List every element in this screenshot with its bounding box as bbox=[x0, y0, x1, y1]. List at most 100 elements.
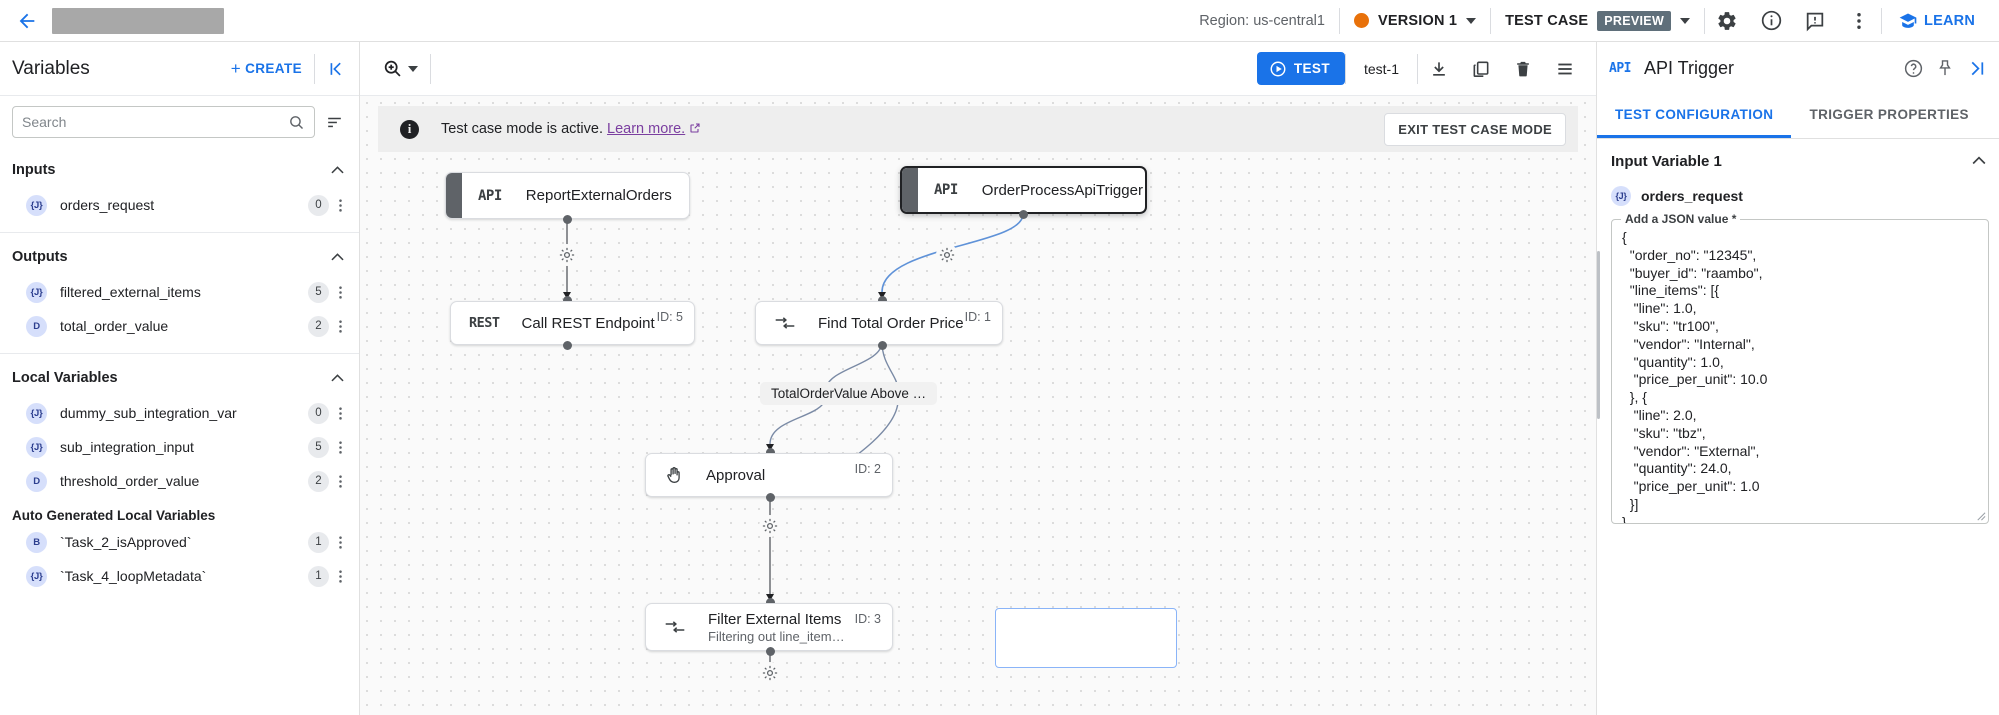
more-options-button[interactable] bbox=[1837, 0, 1881, 42]
variable-count-badge: 2 bbox=[308, 315, 329, 337]
variable-type-badge: D bbox=[26, 315, 47, 337]
list-item[interactable]: {J} filtered_external_items 5 bbox=[0, 275, 359, 309]
zoom-control[interactable] bbox=[370, 58, 430, 79]
duplicate-button[interactable] bbox=[1460, 49, 1502, 89]
json-input[interactable]: { "order_no": "12345", "buyer_id": "raam… bbox=[1622, 229, 1768, 523]
section-header-local-variables[interactable]: Local Variables bbox=[0, 360, 359, 396]
variable-type-badge: B bbox=[26, 531, 47, 553]
api-icon: API bbox=[934, 182, 958, 198]
node-input-port[interactable] bbox=[878, 296, 887, 305]
api-trigger-panel: API API Trigger TEST CONFIGURATION TRIGG… bbox=[1596, 42, 1999, 715]
exit-test-case-mode-button[interactable]: EXIT TEST CASE MODE bbox=[1384, 112, 1566, 146]
settings-button[interactable] bbox=[1705, 0, 1749, 42]
search-input[interactable] bbox=[22, 114, 288, 130]
variable-count-badge: 0 bbox=[308, 194, 329, 216]
variable-count-badge: 0 bbox=[308, 402, 329, 424]
workflow-canvas[interactable]: i Test case mode is active. Learn more. … bbox=[360, 96, 1596, 715]
test-button[interactable]: TEST bbox=[1256, 52, 1345, 85]
hand-icon bbox=[664, 465, 684, 485]
json-value-field[interactable]: Add a JSON value * { "order_no": "12345"… bbox=[1611, 212, 1989, 524]
node-call-rest-endpoint[interactable]: REST Call REST Endpoint ID: 5 bbox=[450, 301, 695, 345]
node-output-port[interactable] bbox=[563, 341, 572, 350]
more-vert-icon[interactable] bbox=[329, 284, 351, 301]
tab-trigger-properties[interactable]: TRIGGER PROPERTIES bbox=[1809, 107, 1969, 122]
divider bbox=[1704, 7, 1706, 34]
learn-more-link[interactable]: Learn more. bbox=[607, 121, 686, 137]
resize-handle-icon[interactable] bbox=[1975, 510, 1986, 521]
gear-icon[interactable] bbox=[759, 662, 781, 684]
gear-icon[interactable] bbox=[936, 244, 958, 266]
variable-name: orders_request bbox=[1641, 188, 1743, 204]
node-id-label: ID: 3 bbox=[854, 612, 881, 626]
region-label: Region: us-central1 bbox=[1199, 12, 1325, 29]
create-variable-button[interactable]: + CREATE bbox=[221, 60, 312, 77]
rest-icon: REST bbox=[469, 315, 500, 331]
more-vert-icon[interactable] bbox=[329, 473, 351, 490]
variable-count-badge: 5 bbox=[308, 436, 329, 458]
node-output-port[interactable] bbox=[878, 341, 887, 350]
node-report-external-orders[interactable]: API ReportExternalOrders bbox=[445, 172, 690, 219]
list-item[interactable]: {J} orders_request 0 bbox=[0, 188, 359, 222]
panel-scrollbar[interactable] bbox=[1597, 251, 1600, 419]
tab-test-configuration[interactable]: TEST CONFIGURATION bbox=[1597, 94, 1792, 138]
variable-type-badge: {J} bbox=[26, 402, 47, 424]
gear-icon[interactable] bbox=[759, 515, 781, 537]
learn-icon bbox=[1899, 13, 1917, 28]
node-id-label: ID: 2 bbox=[854, 462, 881, 476]
list-item[interactable]: {J} `Task_4_loopMetadata` 1 bbox=[0, 559, 359, 593]
node-input-port[interactable] bbox=[766, 598, 775, 607]
node-output-port[interactable] bbox=[766, 493, 775, 502]
download-button[interactable] bbox=[1418, 49, 1460, 89]
chevron-down-icon bbox=[1466, 17, 1477, 24]
node-order-process-api-trigger[interactable]: API OrderProcessApiTrigger bbox=[900, 166, 1147, 214]
back-button[interactable] bbox=[10, 4, 44, 38]
divider bbox=[430, 53, 431, 84]
divider bbox=[1490, 7, 1492, 34]
input-variable-header[interactable]: Input Variable 1 bbox=[1611, 139, 1989, 183]
more-vert-icon[interactable] bbox=[329, 534, 351, 551]
feedback-button[interactable] bbox=[1793, 0, 1837, 42]
node-output-port[interactable] bbox=[766, 647, 775, 656]
variable-count-badge: 1 bbox=[308, 531, 329, 553]
list-item[interactable]: {J} dummy_sub_integration_var 0 bbox=[0, 396, 359, 430]
more-vert-icon[interactable] bbox=[329, 318, 351, 335]
list-item[interactable]: B `Task_2_isApproved` 1 bbox=[0, 525, 359, 559]
top-header: Region: us-central1 VERSION 1 TEST CASE … bbox=[0, 0, 1999, 42]
data-mapping-icon bbox=[774, 315, 796, 331]
more-vert-icon[interactable] bbox=[329, 439, 351, 456]
more-vert-icon[interactable] bbox=[329, 197, 351, 214]
node-approval[interactable]: Approval ID: 2 bbox=[645, 453, 893, 497]
list-item[interactable]: D threshold_order_value 2 bbox=[0, 464, 359, 498]
info-button[interactable] bbox=[1749, 0, 1793, 42]
node-output-port[interactable] bbox=[563, 215, 572, 224]
help-button[interactable] bbox=[1897, 50, 1929, 86]
collapse-right-button[interactable] bbox=[1961, 50, 1993, 86]
search-box[interactable] bbox=[12, 106, 315, 138]
section-header-outputs[interactable]: Outputs bbox=[0, 239, 359, 275]
gear-icon[interactable] bbox=[556, 244, 578, 266]
node-find-total-order-price[interactable]: Find Total Order Price ID: 1 bbox=[755, 301, 1003, 345]
node-input-port[interactable] bbox=[563, 296, 572, 305]
list-item[interactable]: D total_order_value 2 bbox=[0, 309, 359, 343]
variable-count-badge: 2 bbox=[308, 470, 329, 492]
test-case-selector[interactable]: TEST CASE PREVIEW bbox=[1491, 10, 1704, 31]
learn-button[interactable]: LEARN bbox=[1882, 11, 1989, 31]
list-view-button[interactable] bbox=[1544, 49, 1586, 89]
list-item[interactable]: {J} sub_integration_input 5 bbox=[0, 430, 359, 464]
variables-title: Variables bbox=[12, 57, 90, 79]
more-vert-icon[interactable] bbox=[329, 405, 351, 422]
collapse-panel-button[interactable] bbox=[317, 50, 355, 88]
delete-button[interactable] bbox=[1502, 49, 1544, 89]
chevron-up-icon[interactable] bbox=[1969, 151, 1989, 171]
version-selector[interactable]: VERSION 1 bbox=[1340, 13, 1490, 29]
chevron-down-icon bbox=[408, 65, 418, 72]
section-header-inputs[interactable]: Inputs bbox=[0, 152, 359, 188]
node-output-port[interactable] bbox=[1019, 210, 1028, 219]
sort-button[interactable] bbox=[321, 107, 347, 137]
pin-button[interactable] bbox=[1929, 50, 1961, 86]
selection-box[interactable] bbox=[995, 608, 1177, 668]
edge-condition-label[interactable]: TotalOrderValue Above … bbox=[760, 382, 938, 405]
node-input-port[interactable] bbox=[766, 448, 775, 457]
node-filter-external-items[interactable]: Filter External Items Filtering out line… bbox=[645, 603, 893, 651]
more-vert-icon[interactable] bbox=[329, 568, 351, 585]
